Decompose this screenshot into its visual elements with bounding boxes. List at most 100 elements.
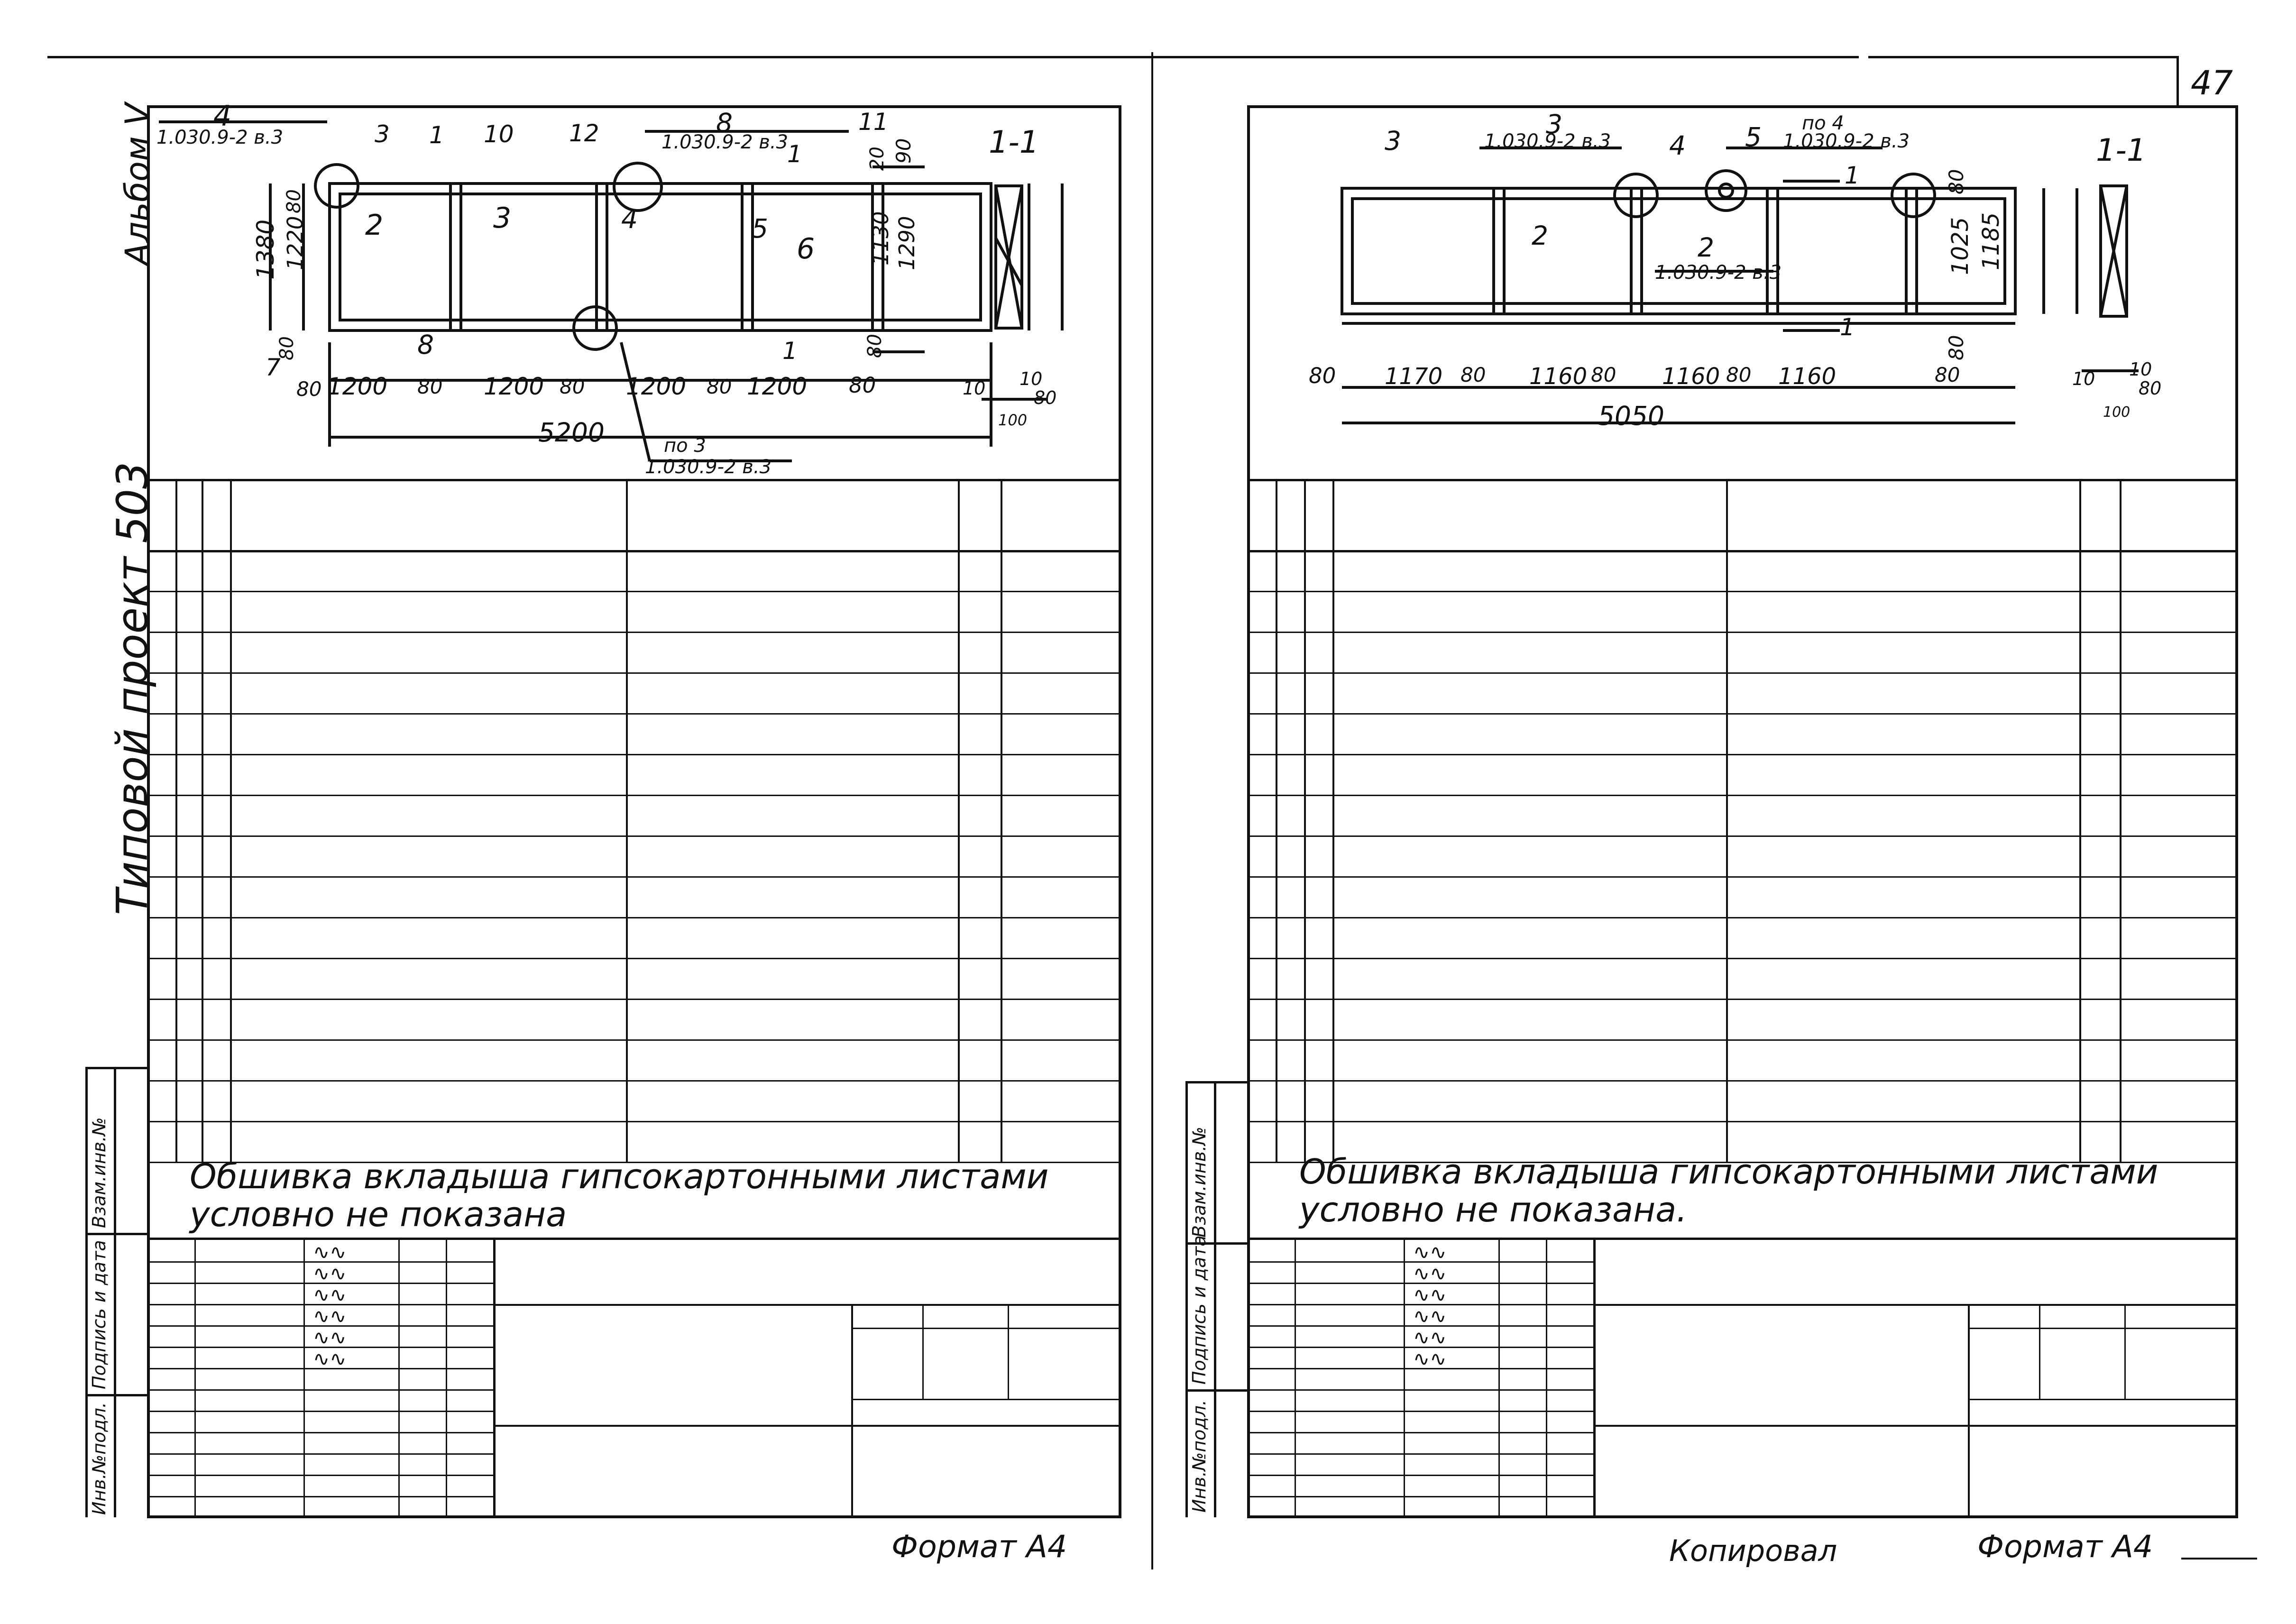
table-col-line [1332, 479, 1334, 1162]
right-callout-2: 2 [1532, 220, 1548, 251]
left-dim-1200-c: 1200 [626, 373, 687, 400]
left-overall-dim: 5200 [538, 417, 605, 448]
stamp-col-line [1498, 1238, 1500, 1517]
table-row-line [147, 876, 1121, 878]
right-callout-3: 3 [1385, 126, 1401, 156]
left-side-stamp-border2 [114, 1067, 116, 1517]
right-side-stamp-sep2 [1185, 1389, 1247, 1392]
table-row-line [147, 835, 1121, 837]
stamp-row-line [1247, 1283, 1593, 1284]
table-col-line [1247, 479, 1249, 1162]
left-dim-80-c: 80 [560, 375, 585, 398]
stamp-row-line [147, 1283, 493, 1284]
table-col-line [2120, 479, 2122, 1162]
left-dim-1200-d: 1200 [747, 373, 808, 400]
stamp-top-line [147, 1238, 1121, 1240]
left-callout-8: 8 [417, 330, 434, 360]
left-callout-1-arrow-top: 1 [787, 140, 802, 168]
table-row-line [147, 672, 1121, 674]
right-dim-80-bottom: 80 [1945, 335, 1968, 360]
table-row-line [1247, 713, 2238, 715]
table-col-line [958, 479, 960, 1162]
table-row-line [147, 1162, 1121, 1163]
right-note-line1: Обшивка вкладыша гипсокартонными листами [1299, 1152, 2158, 1192]
left-dim-1130: 1130 [868, 211, 893, 266]
stamp-signature: ∿∿ [1413, 1304, 1447, 1328]
stamp-signature: ∿∿ [313, 1283, 347, 1306]
top-border-line-right [1868, 56, 2177, 58]
right-dim-80-e: 80 [1935, 363, 1960, 386]
right-ref-top: 1.030.9-2 в.3 [1484, 130, 1611, 152]
left-callout-4: 4 [621, 204, 638, 234]
right-side-stamp-sign: Подпись и дата [1189, 1235, 1210, 1385]
table-row-line [1247, 999, 2238, 1000]
table-top-line [147, 479, 1121, 481]
stamp-row-line [1247, 1453, 1593, 1455]
stamp-row-line [147, 1389, 493, 1391]
stamp-row-line [147, 1475, 493, 1476]
right-section-label: 1-1 [2096, 133, 2147, 168]
stamp-col-line [1546, 1238, 1547, 1517]
stamp-col-line [446, 1238, 447, 1517]
table-row-line [147, 632, 1121, 633]
stamp-grid-hline1 [851, 1328, 1121, 1329]
stamp-code-line [1593, 1304, 2238, 1306]
left-note-line2: условно не показана [190, 1194, 567, 1234]
stamp-signature: ∿∿ [313, 1304, 347, 1328]
left-dim-20: 20 [866, 147, 888, 171]
right-callout-5: 5 [1745, 122, 1762, 152]
table-col-line [147, 479, 149, 1162]
left-dim-80-a: 80 [296, 377, 322, 401]
stamp-left-divider [1593, 1238, 1596, 1517]
left-section-label: 1-1 [989, 125, 1039, 160]
right-ref-mid: 1.030.9-2 в.3 [1655, 262, 1782, 284]
right-callout-1-bottom: 1 [1840, 313, 1855, 341]
stamp-row-line [1247, 1475, 1593, 1476]
right-dim-1185: 1185 [1978, 212, 2004, 270]
stamp-row-line [147, 1453, 493, 1455]
left-side-stamp-sign: Подпись и дата [89, 1240, 110, 1389]
right-callout-1-top: 1 [1845, 162, 1860, 189]
table-row-line [1247, 1080, 2238, 1082]
stamp-signature: ∿∿ [1413, 1347, 1447, 1370]
stamp-row-line [147, 1347, 493, 1348]
right-spec-table [1247, 479, 2238, 1163]
stamp-col-line [303, 1238, 305, 1517]
stamp-col-line [1295, 1238, 1296, 1517]
left-frame-drawing [159, 120, 1064, 462]
left-side-stamp-top [85, 1067, 147, 1069]
left-side-stamp-sep1 [85, 1233, 147, 1235]
left-ref-top-mid: 1.030.9-2 в.3 [661, 131, 789, 153]
table-row-line [147, 1039, 1121, 1041]
right-ref-top2-num: по 4 [1802, 112, 1844, 134]
left-section-dim-10b: 10 [1019, 368, 1043, 389]
left-callout-2: 2 [365, 209, 384, 242]
table-row-line [147, 958, 1121, 959]
right-format-label: Формат А4 [1977, 1529, 2153, 1565]
left-ref-top-left: 1.030.9-2 в.3 [156, 127, 284, 148]
right-section-dim-80: 80 [2139, 378, 2162, 399]
table-row-line [1247, 672, 2238, 674]
stamp-grid-hline2 [1968, 1399, 2238, 1400]
left-callout-10: 10 [484, 120, 514, 148]
table-row-line [147, 999, 1121, 1000]
stamp-grid-hline1 [1968, 1328, 2238, 1329]
stamp-signature: ∿∿ [313, 1347, 347, 1370]
stamp-col-line [398, 1238, 400, 1517]
right-dim-80-b: 80 [1460, 363, 1486, 386]
right-ref-top2: 1.030.9-2 в.3 [1783, 130, 1910, 152]
right-overall-dim: 5050 [1598, 401, 1664, 431]
stamp-row-line [1247, 1496, 1593, 1497]
table-col-line [175, 479, 177, 1162]
table-row-line [147, 917, 1121, 918]
right-section-dim-10b: 10 [2129, 359, 2152, 380]
table-row-line [147, 591, 1121, 592]
table-row-line [1247, 1162, 2238, 1163]
table-row-line [147, 1121, 1121, 1122]
left-spec-table [147, 479, 1121, 1163]
right-side-stamp-border2 [1214, 1081, 1216, 1517]
stamp-row-line [147, 1411, 493, 1412]
left-section-dim-10a: 10 [963, 378, 986, 399]
left-ref-top-mid-num: 8 [716, 108, 733, 138]
table-row-line [1247, 591, 2238, 592]
